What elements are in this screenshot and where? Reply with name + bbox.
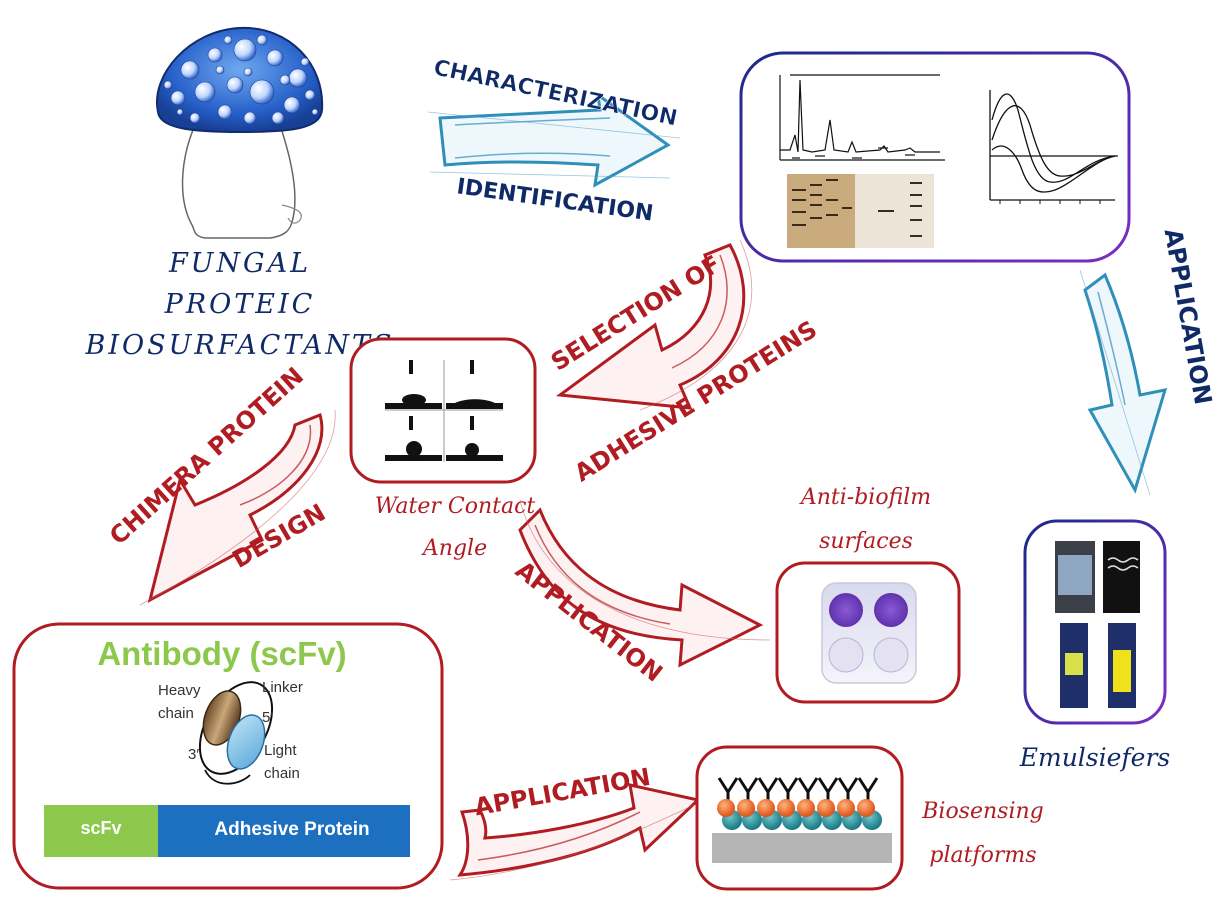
chimera-arrow [139, 409, 336, 606]
selection-arrow [555, 239, 753, 411]
title-line-1: FUNGAL [168, 248, 311, 279]
label-adhesive-protein: Adhesive Protein [214, 819, 369, 840]
sensor-unit [757, 777, 782, 830]
cd-spectrum-icon [989, 90, 1118, 204]
application-middle-arrow [518, 499, 771, 668]
label-three-prime: 3′ [188, 746, 199, 763]
label-five-prime: 5′ [262, 709, 273, 726]
caption-antibiofilm-1: Anti-biofilm [799, 485, 931, 510]
biosensor-icon [712, 777, 892, 863]
sensor-unit [717, 777, 742, 830]
caption-water-contact-1: Water Contact [375, 494, 536, 519]
caption-antibiofilm-2: surfaces [819, 529, 913, 554]
sensor-unit [777, 777, 802, 830]
label-heavy-2: chain [158, 705, 194, 722]
sensor-unit [737, 777, 762, 830]
label-light-2: chain [264, 765, 300, 782]
characterization-box [739, 51, 1131, 263]
chromatography-icon [779, 74, 945, 161]
label-linker: Linker [262, 679, 303, 696]
title-line-2: PROTEIC [164, 289, 316, 320]
caption-biosensing-2: platforms [929, 843, 1036, 868]
emulsion-vial-icon [1055, 541, 1140, 708]
caption-water-contact-2: Angle [421, 536, 487, 561]
label-heavy-1: Heavy [158, 682, 201, 699]
water-contact-box [349, 337, 537, 484]
label-scfv: scFv [80, 818, 121, 838]
sensor-unit [837, 777, 862, 830]
emulsifier-box [1023, 519, 1167, 725]
characterization-arrow [427, 91, 681, 188]
sensor-unit [857, 777, 882, 830]
application-bottom-arrow [449, 783, 706, 881]
adhesive-bar [158, 805, 410, 857]
sensor-unit [817, 777, 842, 830]
biosensor-box [695, 745, 904, 891]
gel-icon [787, 174, 934, 248]
fungus-icon [155, 26, 324, 239]
scfv-icon [198, 681, 274, 785]
fungal-title: FUNGAL PROTEIC BIOSURFACTANTS [85, 248, 395, 361]
sensor-unit [797, 777, 822, 830]
title-line-3: BIOSURFACTANTS [85, 330, 395, 361]
label-identification: IDENTIFICATION [455, 174, 655, 226]
application-right-arrow [1079, 269, 1168, 496]
antibiofilm-box [775, 561, 961, 704]
label-application-right: APPLICATION [1159, 226, 1218, 406]
caption-emulsifiers: Emulsiefers [1019, 743, 1171, 772]
label-light-1: Light [264, 742, 297, 759]
fungus-droplets [163, 34, 319, 125]
well-plate-icon [821, 582, 917, 684]
water-drop-icon [385, 360, 503, 462]
antibody-title: Antibody (scFv) [97, 635, 346, 672]
caption-biosensing-1: Biosensing [921, 799, 1044, 824]
scfv-bar [44, 805, 158, 857]
antibody-box: Antibody (scFv) Heavy chain Linker 5′ 3′… [12, 622, 444, 890]
